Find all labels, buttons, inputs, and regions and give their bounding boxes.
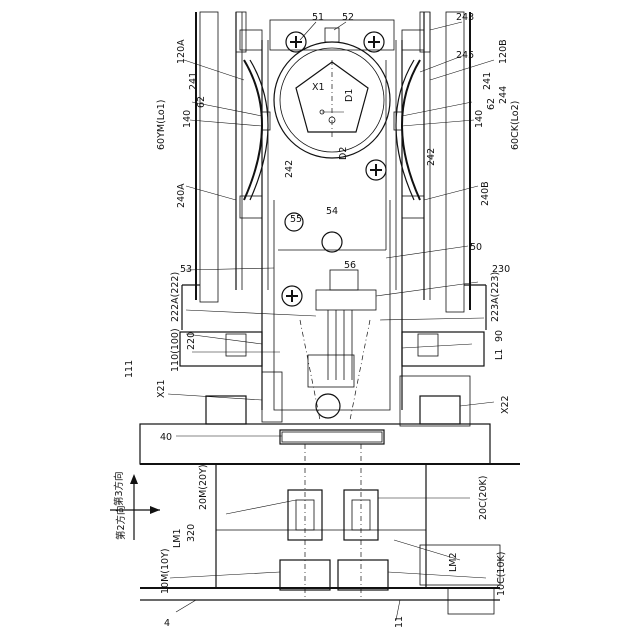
label-4: 4: [164, 618, 170, 629]
label-90: 90: [494, 330, 505, 342]
label-11: 11: [394, 616, 405, 628]
label-2nd-direction: 第2方向: [115, 505, 127, 540]
label-X21: X21: [156, 379, 167, 398]
base-plate: [140, 424, 520, 464]
label-240B: 240B: [480, 181, 491, 206]
label-20C: 20C(20K): [478, 476, 489, 520]
screw-icon: [364, 32, 384, 52]
label-3rd-direction: 第3方向: [113, 471, 125, 506]
label-111: 111: [124, 360, 135, 378]
label-120A: 120A: [176, 39, 187, 64]
screw-icon: [286, 32, 306, 52]
label-LM2: LM2: [448, 552, 459, 572]
label-LM1: LM1: [172, 528, 183, 548]
label-D1: D1: [344, 89, 355, 102]
label-60CK: 60CK(Lo2): [510, 101, 521, 150]
label-52: 52: [342, 12, 354, 23]
label-54: 54: [326, 206, 338, 217]
label-220: 220: [186, 332, 197, 350]
label-243: 243: [456, 12, 474, 23]
label-62-left: 62: [196, 96, 207, 108]
label-51: 51: [312, 12, 324, 23]
label-140-left: 140: [182, 110, 193, 128]
screw-icon: [366, 160, 386, 180]
label-50: 50: [470, 242, 482, 253]
label-242-left: 242: [284, 160, 295, 178]
screws: [282, 32, 386, 306]
label-X22: X22: [500, 395, 511, 414]
label-10C: 10C(10K): [496, 552, 507, 596]
label-241-right: 241: [482, 72, 493, 90]
label-245: 245: [456, 50, 474, 61]
eccentric-cam: [274, 28, 390, 158]
label-320: 320: [186, 524, 197, 542]
label-240A: 240A: [176, 183, 187, 208]
label-241-left: 241: [188, 72, 199, 90]
connector-region: [300, 270, 376, 420]
outer-housing: [182, 12, 486, 330]
label-55: 55: [290, 214, 302, 225]
label-56: 56: [344, 260, 356, 271]
label-120B: 120B: [498, 39, 509, 64]
label-D2: D2: [338, 147, 349, 160]
label-222A: 222A(222): [170, 272, 181, 322]
label-223A: 223A(223): [490, 272, 501, 322]
label-10M: 10M(10Y): [160, 548, 171, 594]
label-60YM: 60YM(Lo1): [156, 100, 167, 150]
label-244: 244: [498, 86, 509, 104]
label-62-right: 62: [486, 98, 497, 110]
screw-icon: [282, 286, 302, 306]
label-40: 40: [160, 432, 172, 443]
label-140-right: 140: [474, 110, 485, 128]
label-242-right: 242: [426, 148, 437, 166]
label-L1: L1: [494, 349, 505, 360]
label-20M: 20M(20Y): [198, 464, 209, 510]
label-110: 110(100): [170, 328, 181, 372]
label-53: 53: [180, 264, 192, 275]
label-X1: X1: [312, 82, 325, 93]
